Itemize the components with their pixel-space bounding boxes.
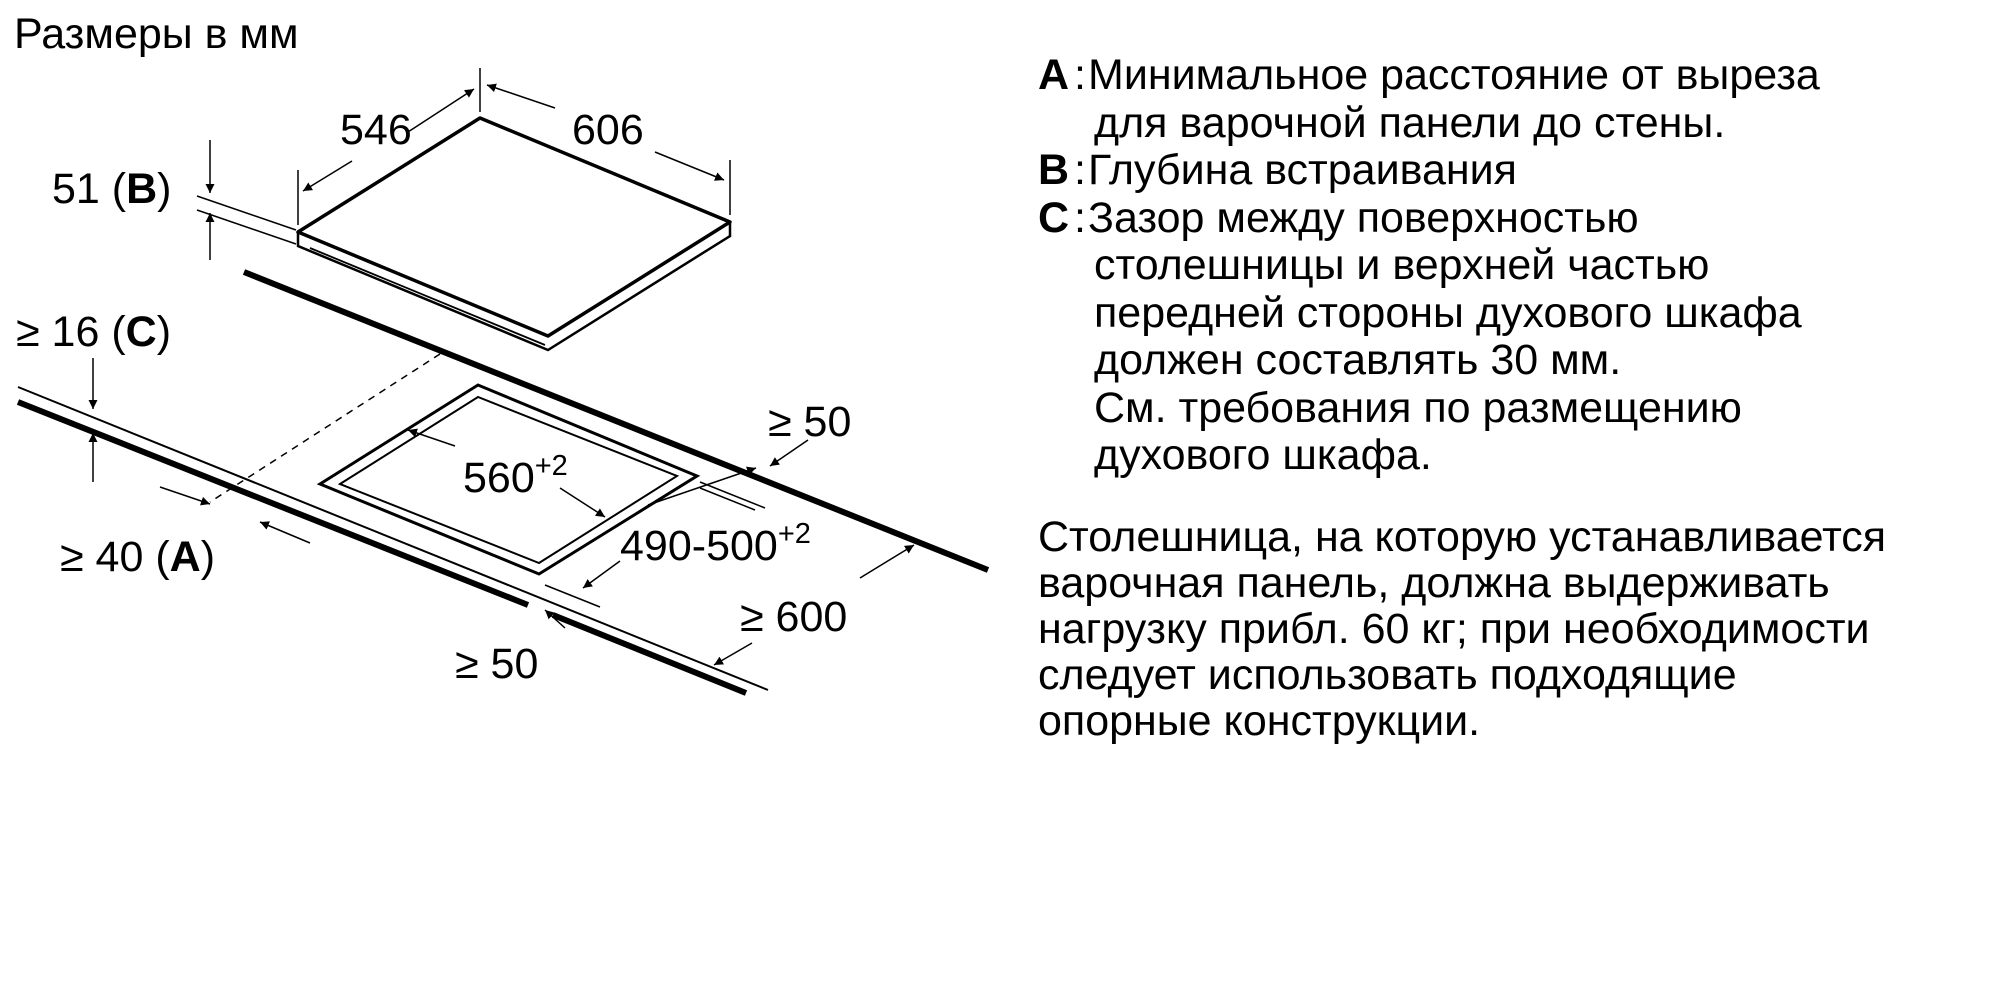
label-embed-depth-close: ) <box>157 165 171 213</box>
dim-arrow-490-a <box>647 466 757 506</box>
legend-text-c-5: См. требования по размещению <box>1094 383 1742 432</box>
note-line: варочная панель, должна выдерживать <box>1038 559 1830 607</box>
label-cutout-depth-value: 490-500 <box>620 522 778 570</box>
load-note: Столешница, на которую устанавливается в… <box>1038 514 1988 744</box>
label-embed-depth-value: 51 ( <box>52 165 127 213</box>
dim-arrow-a-left <box>159 486 211 506</box>
label-hob-depth: 606 <box>572 106 644 154</box>
diagram-title: Размеры в мм <box>14 10 299 58</box>
worktop-rear-edge <box>242 269 990 573</box>
label-hob-width: 546 <box>340 106 412 154</box>
ext-line-b-top <box>196 195 297 231</box>
note-line: Столешница, на которую устанавливается <box>1038 513 1887 561</box>
legend-text-a-2: для варочной панели до стены. <box>1094 98 1726 147</box>
legend-text-a-1: Минимальное расстояние от выреза <box>1088 51 1820 99</box>
label-side-min: ≥ 600 <box>740 593 847 641</box>
legend-colon-a: : <box>1074 51 1086 99</box>
label-front-min: ≥ 50 <box>455 640 538 688</box>
label-embed-depth: 51 (B) <box>52 165 172 213</box>
label-cutout-width-value: 560 <box>463 454 535 502</box>
label-wall-a-value: ≥ 40 ( <box>60 533 170 581</box>
note-line: следует использовать подходящие <box>1038 651 1737 699</box>
label-cutout-width-tol: +2 <box>535 450 568 482</box>
legend-item-a: A:Минимальное расстояние от выреза <box>1038 51 1978 100</box>
legend-item-c: C:Зазор между поверхностью <box>1038 193 1978 243</box>
dim-arrow-front-50 <box>544 609 566 629</box>
dim-arrow-rear-50 <box>769 439 809 467</box>
legend-key-b: B <box>1038 146 1070 194</box>
cutout-outer <box>316 383 701 576</box>
label-wall-a-close: ) <box>201 533 215 581</box>
dim-arrow-600-b <box>713 642 753 666</box>
dim-arrow-606-b <box>654 151 725 181</box>
label-gap-c-close: ) <box>157 308 171 356</box>
legend-text-c-3: передней стороны духового шкафа <box>1094 288 1802 337</box>
ext-line-490-top <box>699 487 756 511</box>
label-gap-c-value: ≥ 16 ( <box>16 308 126 356</box>
label-cutout-width: 560+2 <box>463 450 568 502</box>
note-line: опорные конструкции. <box>1038 697 1481 745</box>
dim-arrow-546-a <box>407 88 475 133</box>
dim-arrow-a-right <box>259 521 311 544</box>
legend-text-c-4: должен составлять 30 мм. <box>1094 336 1622 384</box>
legend-item-b: B:Глубина встраивания <box>1038 146 1978 195</box>
legend-key-c: C <box>1038 193 1070 242</box>
note-line: нагрузку прибл. 60 кг; при необходимости <box>1038 605 1870 653</box>
hob-body <box>309 247 546 346</box>
legend-colon-b: : <box>1074 146 1086 194</box>
projection-dashed-line <box>209 353 441 503</box>
ext-line-rear-50 <box>699 481 766 509</box>
dim-arrow-600-a <box>859 544 915 579</box>
worktop-front-top-edge <box>17 386 769 691</box>
legend-text-c-1: Зазор между поверхностью <box>1088 193 1639 242</box>
worktop-front-edge-a <box>16 399 530 608</box>
legend-key-a: A <box>1038 51 1070 99</box>
ext-line-490-bottom <box>544 584 601 608</box>
label-gap-c-letter: C <box>126 308 157 356</box>
legend-text-b-1: Глубина встраивания <box>1088 146 1517 194</box>
legend-colon-c: : <box>1074 193 1086 242</box>
cutout-inner <box>337 395 680 565</box>
dim-arrow-560-b <box>559 487 606 518</box>
label-cutout-depth: 490-500+2 <box>620 518 811 570</box>
dim-arrow-546-b <box>302 160 353 192</box>
label-cutout-depth-tol: +2 <box>778 518 811 550</box>
label-gap-c: ≥ 16 (C) <box>16 308 171 356</box>
hob-edge <box>296 222 732 352</box>
legend-text-c-6: духового шкафа. <box>1094 431 1432 479</box>
legend: A:Минимальное расстояние от выреза для в… <box>1038 51 1978 480</box>
label-wall-a: ≥ 40 (A) <box>60 533 215 581</box>
hob <box>296 116 732 352</box>
label-wall-a-letter: A <box>170 533 201 581</box>
legend-text-c-2: столешницы и верхней частью <box>1094 241 1710 289</box>
label-embed-depth-letter: B <box>126 165 157 213</box>
label-rear-min: ≥ 50 <box>768 398 851 446</box>
worktop-front-edge-b <box>551 612 748 696</box>
dim-arrow-560 <box>407 428 456 447</box>
ext-line-b-bottom <box>196 209 297 245</box>
dim-arrow-606-a <box>486 83 556 109</box>
cutout <box>316 383 701 576</box>
dim-arrow-490-b <box>582 560 621 589</box>
